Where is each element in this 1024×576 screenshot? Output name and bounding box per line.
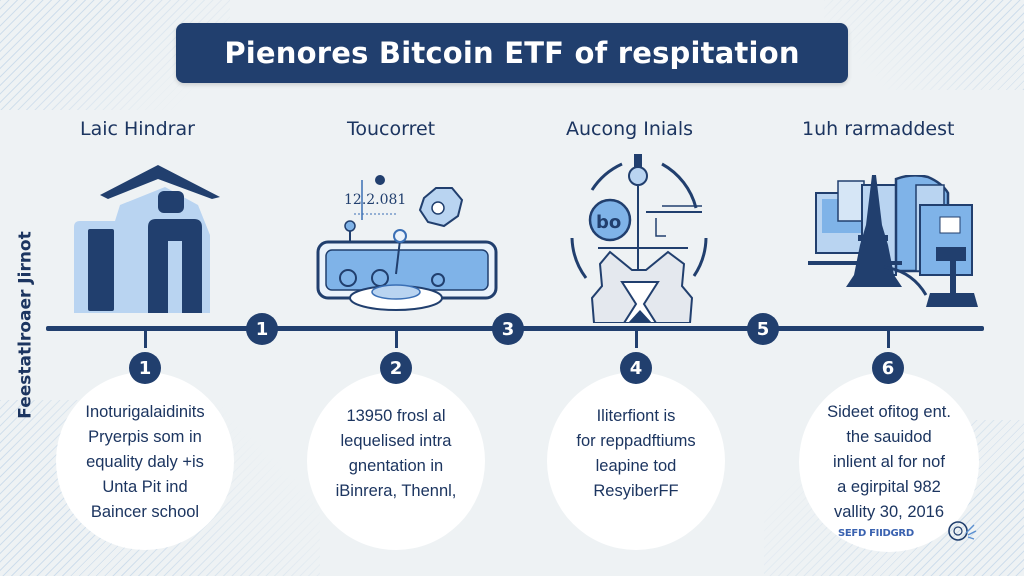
stage-heading-3: Aucong Inials [566, 118, 693, 140]
stage-heading-4: 1uh rarmaddest [802, 118, 955, 140]
title-banner: Pienores Bitcoin ETF of respitation [176, 23, 848, 83]
device-panel-icon: 12.2.081 [312, 170, 502, 320]
timeline-tick [887, 328, 890, 348]
timeline-tick [635, 328, 638, 348]
timeline-node-bottom-1: 1 [129, 352, 161, 384]
timeline-node-top-1: 1 [246, 313, 278, 345]
stage-heading-1: Laic Hindrar [80, 118, 195, 140]
timeline-node-top-5: 5 [747, 313, 779, 345]
footer-logo-text: SEFD FIIDGRD [838, 527, 914, 539]
illustration-number: 12.2.081 [344, 192, 406, 208]
description-text-4: Iliterfiont is for reppadftiums leapine … [576, 407, 696, 500]
timeline-tick [395, 328, 398, 348]
svg-text:bo: bo [596, 212, 621, 233]
description-text-6: Sideet ofitog ent. the sauidod inlient a… [827, 403, 951, 521]
side-axis-label: Feestatlroaer Jirnot [14, 210, 38, 440]
city-tower-icon [802, 174, 982, 315]
description-circle-2: 13950 frosl al lequelised intra gnentati… [307, 372, 485, 550]
footer-logos: SEFD FIIDGRD [838, 520, 978, 546]
page-title: Pienores Bitcoin ETF of respitation [224, 36, 800, 70]
timeline-node-bottom-4: 4 [620, 352, 652, 384]
description-circle-4: Iliterfiont is for reppadftiums leapine … [547, 372, 725, 550]
timeline-node-top-3: 3 [492, 313, 524, 345]
stage-heading-2: Toucorret [347, 118, 436, 140]
timeline-tick [144, 328, 147, 348]
description-circle-1: Inoturigalaidinits Pryerpis som in equal… [56, 372, 234, 550]
seal-emblem-icon [944, 519, 978, 547]
description-circle-6: Sideet ofitog ent. the sauidod inlient a… [799, 372, 979, 552]
side-label-text: Feestatlroaer Jirnot [16, 231, 36, 419]
description-text-2: 13950 frosl al lequelised intra gnentati… [335, 407, 457, 500]
background-hatch [824, 0, 1024, 90]
timeline-node-bottom-6: 6 [872, 352, 904, 384]
house-building-icon [70, 165, 230, 315]
robot-gear-icon: bo [562, 148, 722, 324]
timeline-node-bottom-2: 2 [380, 352, 412, 384]
description-text-1: Inoturigalaidinits Pryerpis som in equal… [85, 403, 205, 521]
